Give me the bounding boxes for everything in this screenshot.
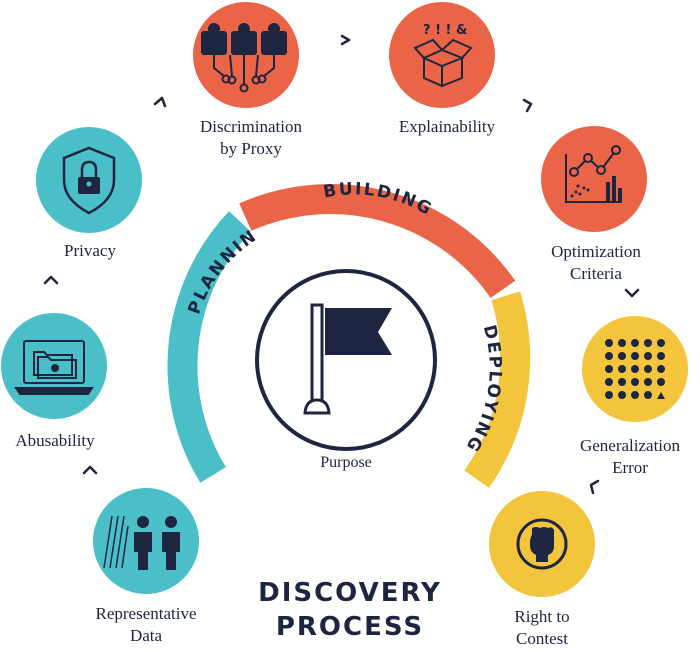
purpose-circle (255, 269, 437, 451)
network-people-icon (201, 23, 287, 93)
arrow-5 (522, 98, 533, 113)
right-to-contest-label: Right to Contest (482, 606, 602, 650)
dot-grid-icon (605, 339, 665, 399)
shield-lock-icon (62, 146, 116, 215)
explainability-label-line1: Explainability (398, 117, 496, 136)
diagram-title-line2: PROCESS (275, 612, 425, 642)
arrow-2 (43, 275, 59, 285)
explainability-circle (389, 2, 495, 108)
diagram-title: DISCOVERY PROCESS (220, 576, 480, 644)
discrimination-label: Discrimination by Proxy (176, 116, 326, 160)
purpose-label: Purpose (296, 452, 396, 474)
right-to-contest-label-line2: Contest (516, 629, 568, 648)
generalization-label: Generalization Error (560, 435, 700, 479)
explainability-label: Explainability (372, 116, 522, 138)
generalization-label-line1: Generalization (579, 436, 681, 455)
svg-text:? ! ! &: ? ! ! & (423, 23, 467, 38)
optimization-label-line1: Optimization (551, 242, 641, 261)
fist-icon (516, 518, 568, 570)
flow-arrows (43, 34, 640, 495)
deploying-arc (464, 291, 531, 488)
representative-data-label-line1: Representative (95, 604, 197, 623)
open-box-icon: ? ! ! & (413, 23, 473, 88)
optimization-label: Optimization Criteria (526, 241, 666, 285)
representative-data-label: Representative Data (66, 603, 226, 647)
generalization-label-line2: Error (612, 458, 648, 477)
representative-data-label-line2: Data (129, 626, 163, 645)
flag-icon (303, 303, 392, 415)
optimization-label-line2: Criteria (570, 264, 622, 283)
planning-arc (167, 211, 251, 483)
abusability-label-line1: Abusability (15, 431, 95, 450)
privacy-label: Privacy (40, 240, 140, 262)
chart-icon (565, 145, 622, 203)
discrimination-label-line1: Discrimination (200, 117, 302, 136)
arrow-1 (82, 465, 98, 475)
privacy-label-line1: Privacy (64, 241, 116, 260)
arrow-3 (153, 96, 167, 108)
optimization-circle (541, 126, 647, 232)
right-to-contest-label-line1: Right to (514, 607, 570, 626)
building-arc (239, 184, 516, 298)
laptop-folder-icon (14, 340, 94, 395)
people-hatched-icon (103, 515, 180, 570)
discrimination-label-line2: by Proxy (220, 139, 282, 158)
arrow-4 (340, 34, 351, 46)
diagram-title-line1: DISCOVERY (258, 578, 442, 608)
arrow-6 (624, 288, 640, 298)
purpose-label-text: Purpose (320, 454, 372, 471)
arrow-7 (589, 479, 600, 495)
abusability-label: Abusability (0, 430, 110, 452)
